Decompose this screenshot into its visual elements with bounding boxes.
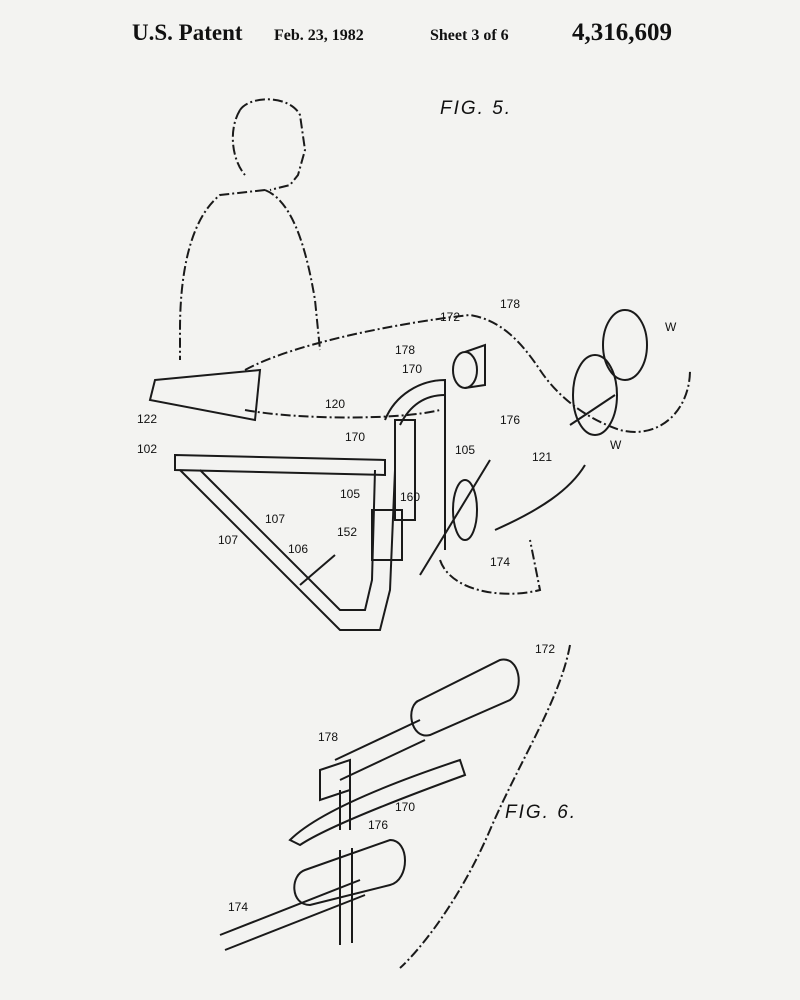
ref-label: 176	[500, 413, 521, 427]
ref-label: 174	[490, 555, 511, 569]
ref-label: 178	[395, 343, 416, 357]
fig6-caption: FIG. 6.	[505, 802, 578, 823]
fig5-caption: FIG. 5.	[440, 98, 513, 119]
ref-label: 170	[402, 362, 423, 376]
patent-number: 4,316,609	[572, 19, 672, 46]
patent-date: Feb. 23, 1982	[274, 27, 364, 44]
ref-label: 107	[218, 533, 239, 547]
ref-label: 172	[440, 310, 461, 324]
ref-label: 102	[137, 442, 158, 456]
ref-label: 152	[337, 525, 358, 539]
ref-label: 178	[500, 297, 521, 311]
patent-title: U.S. Patent	[132, 20, 243, 45]
leg-attachment	[419, 309, 648, 576]
ref-label: 170	[345, 430, 366, 444]
sheet-number: Sheet 3 of 6	[430, 27, 509, 44]
ref-label: 105	[455, 443, 476, 457]
ref-label: 174	[228, 900, 249, 914]
ref-label: 160	[400, 490, 421, 504]
ref-label: 176	[368, 818, 389, 832]
bench-frame	[148, 368, 446, 631]
ref-label: 121	[532, 450, 553, 464]
ref-label: W	[665, 320, 677, 334]
fig6-exploded-view	[219, 644, 571, 969]
ref-label: 178	[318, 730, 339, 744]
ref-label: W	[610, 438, 622, 452]
person-outline	[179, 98, 691, 595]
ref-label: 105	[340, 487, 361, 501]
ref-label: 107	[265, 512, 286, 526]
ref-label: 122	[137, 412, 158, 426]
ref-label: 106	[288, 542, 309, 556]
ref-label: 172	[535, 642, 556, 656]
ref-label: 120	[325, 397, 346, 411]
ref-label: 170	[395, 800, 416, 814]
